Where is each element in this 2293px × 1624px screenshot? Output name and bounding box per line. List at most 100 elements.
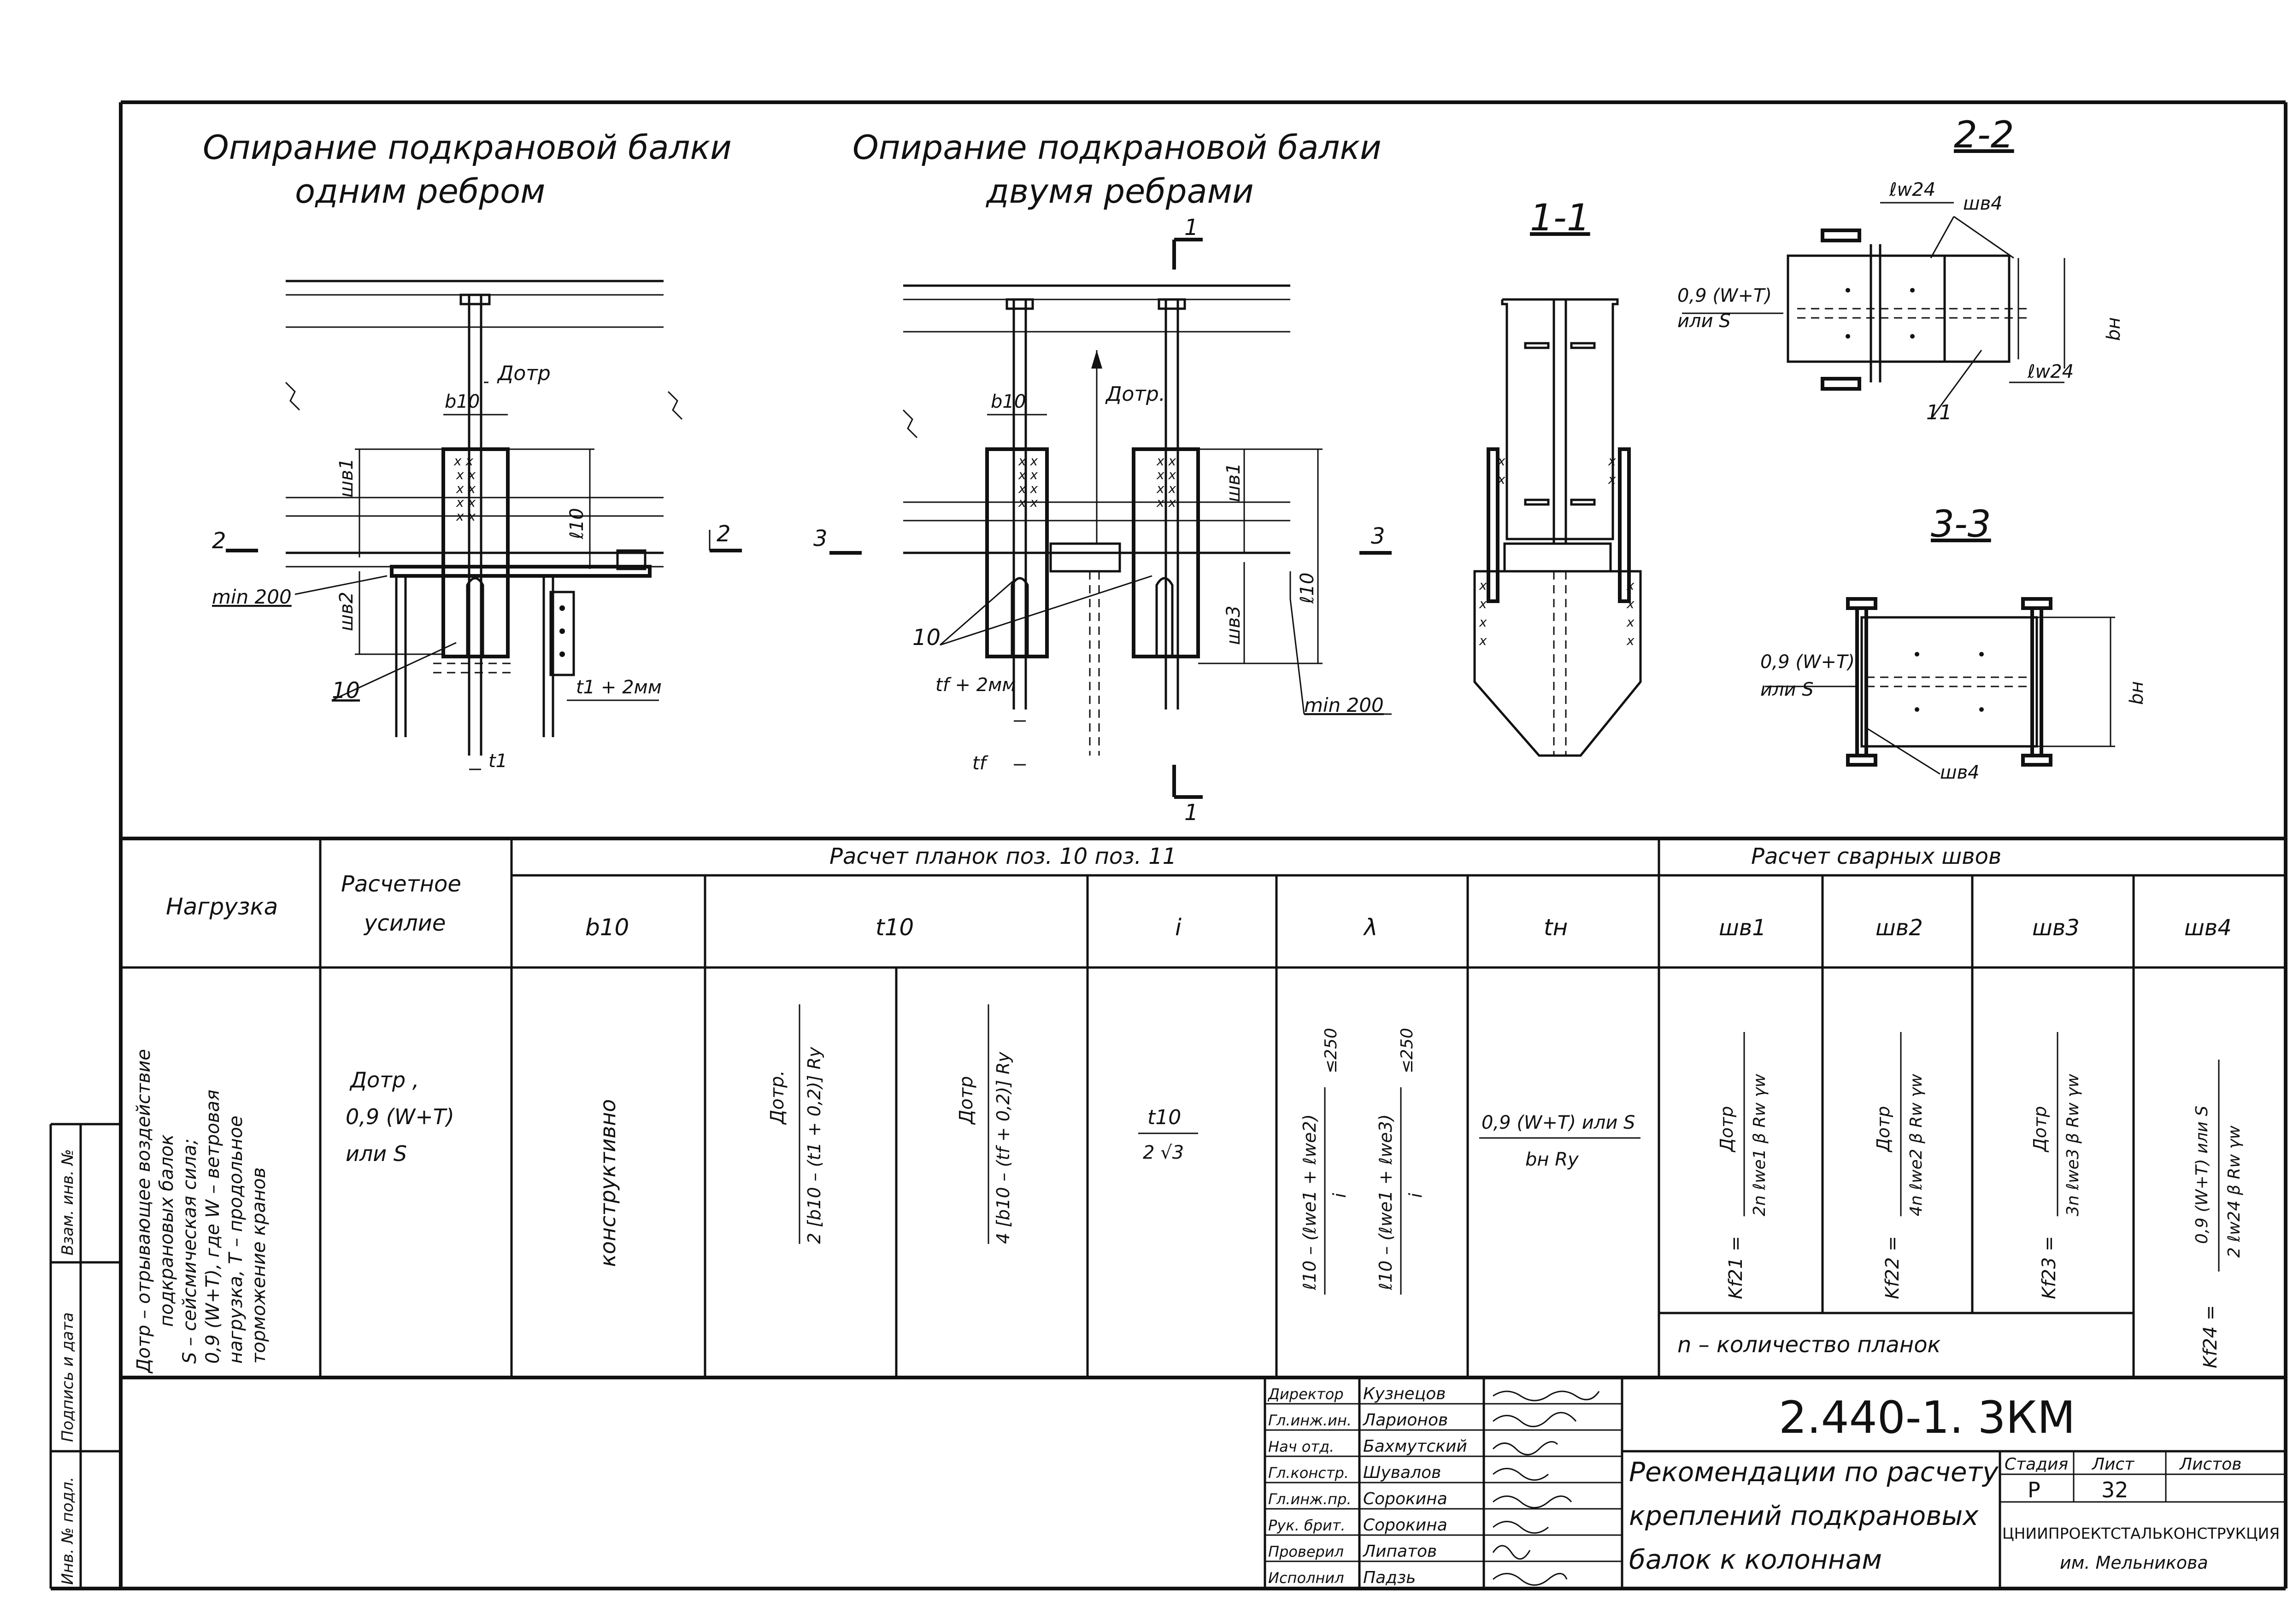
stamp-sheets-header: Листов xyxy=(2179,1455,2241,1474)
title-block xyxy=(1264,1378,2286,1589)
header-weld-3: шв3 xyxy=(2032,915,2080,941)
doc-title-3: балок к колоннам xyxy=(1629,1544,1882,1575)
svg-text:x x: x x xyxy=(1156,481,1176,496)
stamp-role-3: Нач отд. xyxy=(1268,1438,1334,1455)
svg-text:x: x xyxy=(1479,596,1487,611)
header-force-2: усилие xyxy=(363,910,446,936)
weld-3-denominator: 3n ℓwe3 β Rw γw xyxy=(2064,1073,2082,1216)
t10-b-numerator: Дотр xyxy=(956,1076,977,1125)
label-load-b-1: 0,9 (W+T) xyxy=(1760,651,1855,673)
load-text-6: торможение кранов xyxy=(248,1167,270,1364)
svg-text:x: x xyxy=(1479,615,1487,630)
weld-2-numerator: Дотр xyxy=(1873,1106,1893,1153)
label-pos-10-b: 10 xyxy=(912,625,941,651)
label-load-a-2: или S xyxy=(1677,311,1731,332)
label-b10-b: b10 xyxy=(991,391,1026,412)
lambda-a-condition: ≤250 xyxy=(1322,1028,1341,1073)
view-two-ribs: x xx xx xx x x xx xx xx x xyxy=(829,238,1392,799)
weld-1-lhs: Kf21 = xyxy=(1725,1236,1746,1299)
title-section-1-1: 1-1 xyxy=(1530,196,1590,239)
view-single-rib: x xx xx x x xx x xyxy=(226,280,742,770)
svg-text:x x: x x xyxy=(456,509,476,524)
stamp-stage-header: Стадия xyxy=(2005,1455,2068,1474)
svg-text:x: x xyxy=(1626,596,1634,611)
svg-text:x x: x x xyxy=(1156,467,1176,482)
stamp-name-8: Падзь xyxy=(1363,1568,1416,1587)
svg-text:x x: x x xyxy=(456,467,476,482)
n-note: n – количество планок xyxy=(1677,1332,1941,1358)
header-load: Нагрузка xyxy=(166,893,278,920)
title-block-roles: Директор Гл.инж.ин. Нач отд. Гл.констр. … xyxy=(1267,1384,1467,1587)
label-tf-2mm: tf + 2мм xyxy=(935,674,1016,696)
label-load-b-2: или S xyxy=(1760,679,1814,700)
weld-4-numerator: 0,9 (W+T) или S xyxy=(2193,1106,2211,1244)
label-cut-2-left: 2 xyxy=(212,528,226,554)
stamp-name-4: Шувалов xyxy=(1363,1463,1441,1482)
view-single-rib-labels: Дотр b10 шв1 шв2 ℓ10 2 2 min 200 10 t1 +… xyxy=(212,362,731,772)
header-tn: tн xyxy=(1544,914,1568,941)
header-b10: b10 xyxy=(585,914,629,941)
label-pos-10-a: 10 xyxy=(332,678,360,704)
stamp-role-7: Проверил xyxy=(1268,1543,1344,1560)
stamp-role-8: Исполнил xyxy=(1268,1569,1344,1587)
svg-text:x x: x x xyxy=(1018,453,1038,469)
svg-text:x x: x x xyxy=(1156,495,1176,510)
stamp-sheet-header: Лист xyxy=(2091,1455,2134,1474)
weld-2-lhs: Kf22 = xyxy=(1882,1236,1903,1299)
svg-text:x x: x x xyxy=(1018,467,1038,482)
label-d-otr-2: Дотр. xyxy=(1105,382,1165,406)
label-load-a-1: 0,9 (W+T) xyxy=(1677,285,1772,306)
label-bn-b: bн xyxy=(2126,681,2147,705)
header-weld-1: шв1 xyxy=(1719,915,1766,941)
title-section-3-3: 3-3 xyxy=(1931,503,1991,545)
label-weld-2: шв2 xyxy=(336,592,357,631)
stamp-name-1: Кузнецов xyxy=(1363,1384,1446,1403)
margin-inv-orig: Инв. № подл. xyxy=(59,1477,77,1585)
svg-text:x x: x x xyxy=(456,481,476,496)
load-text-2: подкрановых балок xyxy=(156,1134,177,1327)
weld-4-lhs: Kf24 = xyxy=(2200,1305,2221,1368)
view-two-ribs-labels: Дотр. b10 шв1 шв3 ℓ10 3 3 1 1 10 tf + 2м… xyxy=(813,215,1385,826)
svg-text:x x: x x xyxy=(1156,453,1176,469)
stamp-role-6: Рук. брит. xyxy=(1268,1517,1346,1534)
side-margin: Инв. № подл. Подпись и дата Взам. инв. № xyxy=(49,1123,121,1589)
section-2-2 xyxy=(1682,202,2065,420)
stamp-name-6: Сорокина xyxy=(1363,1516,1447,1535)
label-weld-1: шв1 xyxy=(336,458,357,498)
title-block-texts: 2.440-1. 3КМ Рекомендации по расчету кре… xyxy=(1629,1392,2280,1575)
label-l10-b: ℓ10 xyxy=(1297,573,1318,604)
calc-table-headers: Расчет планок поз. 10 поз. 11 Расчет сва… xyxy=(166,844,2232,941)
calc-table-grid xyxy=(121,838,2286,1378)
header-lambda: λ xyxy=(1363,914,1378,941)
stamp-name-3: Бахмутский xyxy=(1363,1437,1467,1456)
svg-text:x: x xyxy=(1479,578,1487,593)
svg-text:x: x xyxy=(1626,633,1634,648)
t10-a-numerator: Дотр. xyxy=(767,1070,788,1125)
doc-number: 2.440-1. 3КМ xyxy=(1779,1392,2075,1443)
tn-numerator: 0,9 (W+T) или S xyxy=(1482,1112,1635,1133)
label-tf: tf xyxy=(972,753,989,774)
stamp-role-4: Гл.констр. xyxy=(1268,1464,1349,1482)
stamp-name-5: Сорокина xyxy=(1363,1489,1447,1508)
stamp-role-5: Гл.инж.пр. xyxy=(1268,1490,1352,1508)
header-weld-2: шв2 xyxy=(1876,915,1923,941)
title-two-ribs-line2: двумя ребрами xyxy=(985,172,1254,211)
svg-text:x: x xyxy=(1497,453,1505,469)
label-d-otr: Дотр xyxy=(497,362,551,385)
label-t1-2mm: t1 + 2мм xyxy=(576,677,662,698)
title-one-rib-line1: Опирание подкрановой балки xyxy=(203,128,732,167)
doc-title-2: креплений подкрановых xyxy=(1629,1500,1979,1531)
label-cut-1-bottom: 1 xyxy=(1184,800,1199,826)
svg-text:x x: x x xyxy=(456,495,476,510)
t10-a-denominator: 2 [b10 – (t1 + 0,2)] Ry xyxy=(804,1047,824,1244)
stamp-org-2: им. Мельникова xyxy=(2060,1553,2208,1573)
weld-3-numerator: Дотр xyxy=(2030,1106,2050,1153)
stamp-role-1: Директор xyxy=(1267,1385,1344,1403)
force-text-1: Дотр , xyxy=(349,1067,419,1092)
section-2-2-labels: ℓw24 шв4 0,9 (W+T) или S bн ℓw24 11 xyxy=(1677,179,2124,424)
force-text-3: или S xyxy=(346,1141,407,1166)
margin-sign-date: Подпись и дата xyxy=(59,1312,77,1442)
load-text-1: Дотр – отрывающее воздействие xyxy=(133,1049,154,1374)
stamp-org-1: ЦНИИПРОЕКТСТАЛЬКОНСТРУКЦИЯ xyxy=(2002,1524,2280,1542)
